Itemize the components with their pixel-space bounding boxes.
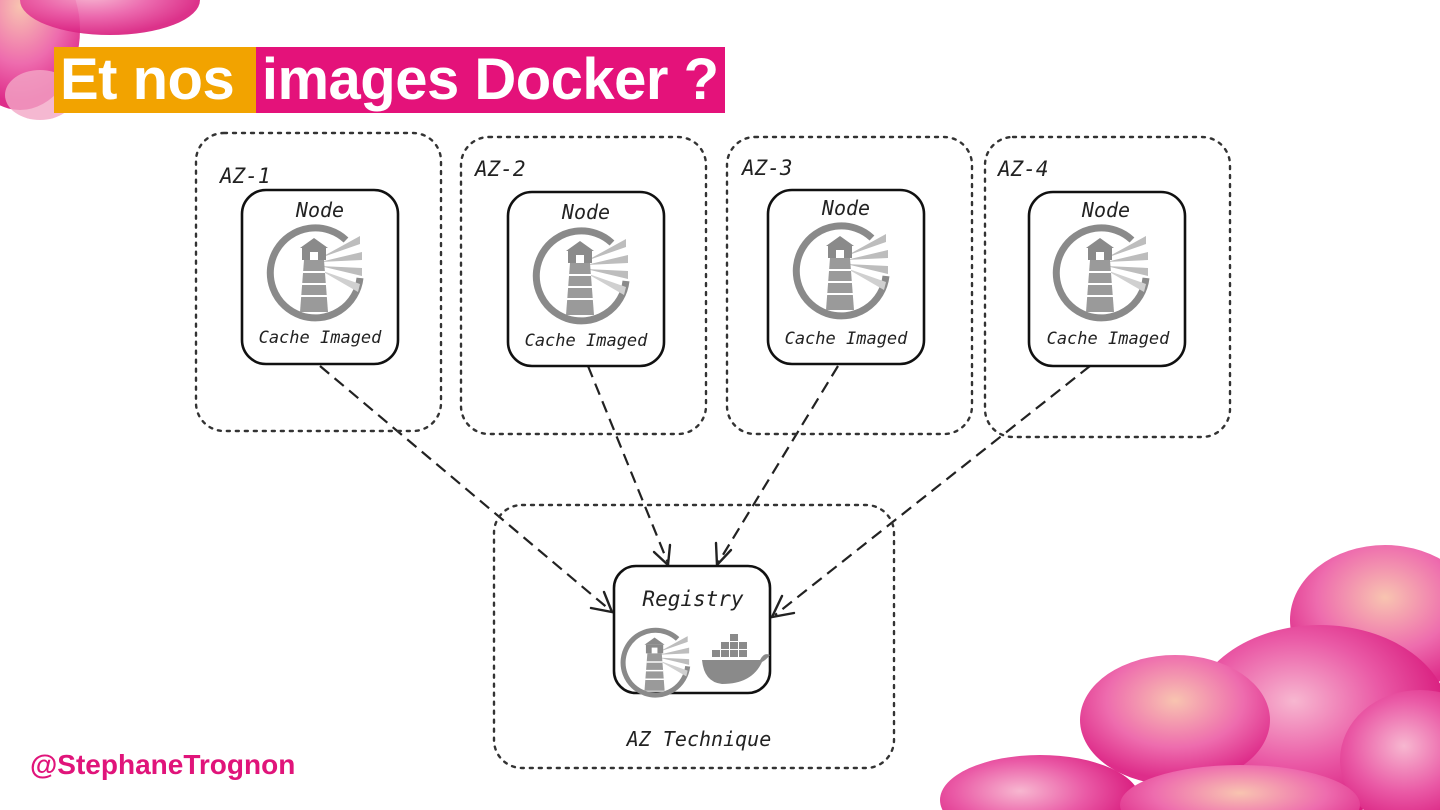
node-az-1: Node Cache Imaged [240, 188, 400, 366]
az-zones [194, 131, 1232, 770]
zone-label-az-2: AZ-2 [473, 157, 526, 181]
node-az-2: Node Cache Imaged [506, 190, 666, 368]
registry-title: Registry [642, 587, 744, 611]
zone-label-az-technique: AZ Technique [625, 727, 772, 751]
title-part-1: Et nos [54, 47, 256, 113]
node-title: Node [1081, 198, 1130, 222]
arrow-az3-registry [717, 365, 839, 564]
arrow-az4-registry [774, 365, 1091, 616]
docker-whale-icon [702, 634, 770, 684]
node-caption: Cache Imaged [525, 331, 649, 351]
blob-bottom-right [940, 545, 1440, 810]
node-title: Node [295, 198, 344, 222]
page-title: Et nos images Docker ? [54, 47, 725, 113]
zone-az-1 [194, 131, 443, 433]
node-title: Node [561, 200, 610, 224]
node-caption: Cache Imaged [1047, 329, 1171, 349]
node-az-4: Node Cache Imaged [1027, 190, 1187, 368]
node-az-3: Node Cache Imaged [766, 188, 926, 366]
pull-arrows [319, 365, 1091, 616]
node-caption: Cache Imaged [785, 329, 909, 349]
node-title: Node [821, 196, 870, 220]
zone-az-3 [725, 135, 974, 436]
zone-az-4 [983, 135, 1232, 439]
zone-label-az-1: AZ-1 [218, 164, 271, 188]
zone-label-az-4: AZ-4 [996, 157, 1049, 181]
title-part-2: images Docker ? [255, 47, 725, 113]
author-handle: @StephaneTrognon [30, 749, 296, 780]
registry-box: Registry [612, 564, 772, 695]
arrow-az1-registry [319, 365, 611, 611]
arrow-az2-registry [586, 365, 670, 564]
node-caption: Cache Imaged [259, 328, 383, 348]
zone-az-2 [459, 135, 708, 436]
zone-az-technique [492, 503, 896, 770]
zone-label-az-3: AZ-3 [740, 156, 793, 180]
